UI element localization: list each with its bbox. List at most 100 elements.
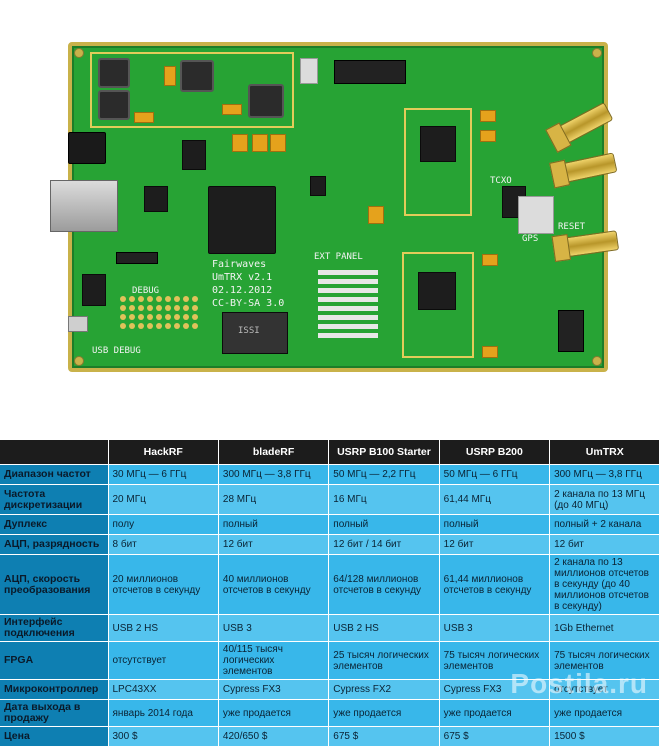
rf-transceiver-chip (420, 126, 456, 162)
capacitor (368, 206, 384, 224)
silk-model: UmTRX v2.1 (212, 272, 273, 283)
table-cell: 50 МГц — 6 ГГц (439, 464, 551, 485)
silk-reset: RESET (558, 222, 586, 232)
silk-chip-mark: ISSI (238, 326, 260, 336)
inductor (98, 90, 130, 120)
table-cell: 20 миллионов отсчетов в секунду (108, 554, 219, 615)
table-cell: январь 2014 года (108, 699, 219, 727)
column-header: USRP B100 Starter (328, 440, 440, 465)
table-cell: 20 МГц (108, 484, 219, 515)
table-cell: 28 МГц (218, 484, 330, 515)
power-jack (68, 132, 106, 164)
silk-date: 02.12.2012 (212, 285, 273, 296)
table-cell: 50 МГц — 2,2 ГГц (328, 464, 440, 485)
capacitor (480, 110, 496, 122)
pin-header (558, 310, 584, 352)
table-cell: уже продается (328, 699, 440, 727)
sma-connector (558, 152, 618, 184)
inductor (98, 58, 130, 88)
table-cell: 8 бит (108, 534, 219, 555)
memory-chip (222, 312, 288, 354)
regulator-chip (144, 186, 168, 212)
table-cell: полный (328, 514, 440, 535)
rf-transceiver-chip (418, 272, 456, 310)
table-cell: USB 3 (439, 614, 551, 642)
table-cell: USB 2 HS (328, 614, 440, 642)
capacitor (252, 134, 268, 152)
column-header: HackRF (108, 440, 219, 465)
row-label: Дуплекс (0, 514, 109, 535)
row-label: Частота дискретизации (0, 484, 109, 515)
inductor (248, 84, 284, 118)
table-cell: 12 бит (218, 534, 330, 555)
table-cell: 40 миллионов отсчетов в секунду (218, 554, 330, 615)
inductor (180, 60, 214, 92)
table-cell: 300 МГц — 3,8 ГГц (218, 464, 330, 485)
table-cell: 2 канала по 13 МГц (до 40 МГц) (549, 484, 660, 515)
row-label: АЦП, скорость преобразования (0, 554, 109, 615)
sma-connector (554, 102, 614, 146)
rf-frame-bottom (402, 252, 474, 358)
table-cell: отсутствует (108, 641, 219, 680)
gps-module (518, 196, 554, 234)
table-cell: 2 канала по 13 миллионов отсчетов в секу… (549, 554, 660, 615)
usb-debug-port (68, 316, 88, 332)
mount-hole (74, 356, 84, 366)
table-cell: 64/128 миллионов отсчетов в секунду (328, 554, 440, 615)
capacitor (482, 254, 498, 266)
row-label: Интерфейс подключения (0, 614, 109, 642)
table-cell: Cypress FX3 (439, 679, 551, 700)
table-cell: 75 тысяч логических элементов (439, 641, 551, 680)
column-header: UmTRX (549, 440, 660, 465)
pcb-board: USB DEBUG DEBUG Fairwaves UmTRX v2.1 02.… (50, 42, 620, 372)
capacitor (222, 104, 242, 115)
table-cell: 12 бит (549, 534, 660, 555)
table-cell: уже продается (549, 699, 660, 727)
chip (82, 274, 106, 306)
table-cell: 1Gb Ethernet (549, 614, 660, 642)
table-cell: отсутствует (549, 679, 660, 700)
mount-hole (74, 48, 84, 58)
table-cell: USB 3 (218, 614, 330, 642)
table-cell: USB 2 HS (108, 614, 219, 642)
table-cell: 300 МГц — 3,8 ГГц (549, 464, 660, 485)
switch (300, 58, 318, 84)
mount-hole (592, 356, 602, 366)
silk-usb-debug: USB DEBUG (92, 346, 141, 356)
debug-pins (120, 296, 198, 329)
capacitor (164, 66, 176, 86)
table-cell: уже продается (218, 699, 330, 727)
silk-tcxo: TCXO (490, 176, 512, 186)
power-section-frame (90, 52, 294, 128)
table-cell: 61,44 миллионов отсчетов в секунду (439, 554, 551, 615)
row-label: Диапазон частот (0, 464, 109, 485)
capacitor (134, 112, 154, 123)
table-cell: уже продается (439, 699, 551, 727)
table-cell: 25 тысяч логических элементов (328, 641, 440, 680)
table-cell: полу (108, 514, 219, 535)
table-cell: 12 бит / 14 бит (328, 534, 440, 555)
table-cell: 30 МГц — 6 ГГц (108, 464, 219, 485)
silk-brand: Fairwaves (212, 259, 267, 270)
table-cell: 40/115 тысяч логических элементов (218, 641, 330, 680)
silk-ext-panel: EXT PANEL (314, 252, 363, 262)
table-cell: 12 бит (439, 534, 551, 555)
pcb-photo: USB DEBUG DEBUG Fairwaves UmTRX v2.1 02.… (0, 0, 660, 440)
table-cell: 16 МГц (328, 484, 440, 515)
fpga-chip (208, 186, 276, 254)
capacitor (480, 130, 496, 142)
silk-license: CC-BY-SA 3.0 (212, 298, 285, 309)
table-cell: полный (439, 514, 551, 535)
table-cell: полный (218, 514, 330, 535)
